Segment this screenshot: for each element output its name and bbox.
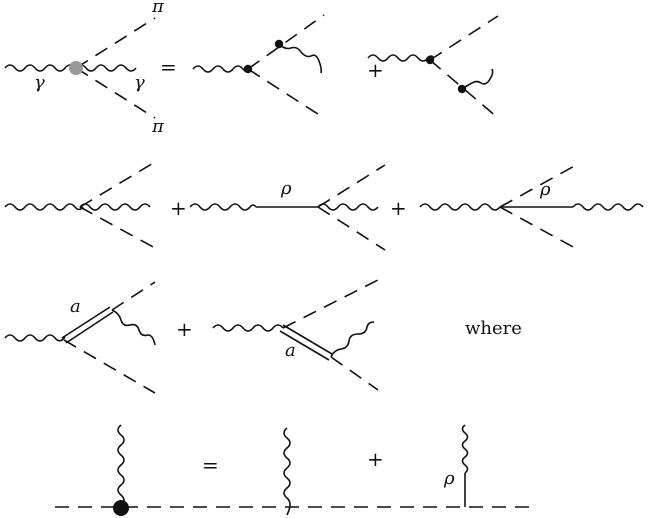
photon-line-in	[212, 324, 284, 332]
pion-line-lower	[247, 68, 325, 119]
photon-line-vertical-rho	[461, 424, 469, 474]
photon-line-out	[278, 43, 323, 74]
label-rho: ρ	[443, 468, 455, 489]
diagram-rho-right: ρ	[419, 163, 644, 249]
label-rho: ρ	[539, 179, 551, 200]
pion-line-lower	[317, 206, 386, 251]
diagram-rho-left: ρ	[189, 164, 386, 251]
label-gamma-out: γ	[134, 72, 145, 93]
pion-line-upper	[429, 15, 499, 61]
diagram-a1-upper: a	[4, 281, 156, 394]
diagram-a1-lower: a	[212, 279, 379, 391]
pion-line-lower	[79, 206, 156, 249]
photon-line-left	[4, 64, 76, 72]
label-pi-upper: π	[151, 0, 165, 17]
a1-propagator-edge-2	[65, 311, 114, 344]
form-factor-blob	[113, 500, 129, 516]
vertex-dot-2	[457, 84, 467, 94]
label-pi-lower: π	[151, 116, 165, 137]
photon-line-right	[75, 64, 137, 72]
photon-line-in	[4, 334, 66, 342]
photon-line-in	[419, 203, 501, 211]
photon-line-in	[189, 203, 257, 211]
photon-line-vertical-bare	[283, 427, 291, 516]
pion-line-upper	[282, 279, 379, 329]
diagram-full-vertex: γ γ π π	[4, 0, 165, 137]
photon-line-in	[4, 203, 84, 211]
label-rho: ρ	[280, 178, 292, 199]
a1-propagator-edge-1	[61, 306, 111, 339]
plus-sign: +	[367, 447, 384, 471]
plus-sign: +	[170, 196, 187, 220]
photon-line-out	[572, 203, 644, 211]
vertex-dot-1	[243, 64, 253, 74]
label-gamma-in: γ	[34, 72, 45, 93]
vertex-dot-2	[274, 39, 284, 49]
diagram-contact	[4, 161, 156, 249]
diagram-emission-lower	[367, 15, 499, 119]
pion-line-upper	[79, 161, 156, 208]
pion-line-lower	[330, 356, 379, 391]
pion-line-lower	[499, 206, 576, 249]
photon-line-out	[111, 309, 156, 346]
photon-line-out	[330, 321, 375, 358]
label-a: a	[70, 296, 81, 317]
pion-line-lower	[63, 339, 156, 394]
pion-line-lower	[429, 59, 499, 119]
diagram-emission-upper	[192, 14, 325, 119]
plus-sign: +	[176, 317, 193, 341]
photon-line-out	[461, 68, 494, 90]
vertex-dot-1	[425, 55, 435, 65]
photon-line-in	[192, 65, 250, 73]
plus-sign: +	[367, 58, 384, 82]
a1-propagator-edge-1	[282, 324, 333, 355]
plus-sign: +	[390, 196, 407, 220]
equals-sign: =	[160, 55, 177, 79]
label-a: a	[285, 340, 296, 361]
a1-propagator-edge-2	[279, 330, 330, 361]
where-text: where	[465, 318, 522, 339]
pion-line-upper	[317, 164, 386, 208]
equals-sign: =	[202, 453, 219, 477]
pion-line-upper	[499, 163, 579, 208]
form-factor-blob	[69, 61, 83, 75]
pion-line-upper	[247, 14, 325, 70]
photon-line-vertical-full	[117, 424, 125, 508]
pion-line-lower	[75, 67, 156, 119]
pion-line-upper	[75, 17, 156, 69]
photon-line-out	[317, 203, 379, 211]
diagram-pion-form-factor-definition: = + ρ	[55, 424, 533, 516]
photon-line-out	[79, 203, 151, 211]
pion-line-upper	[111, 281, 156, 311]
